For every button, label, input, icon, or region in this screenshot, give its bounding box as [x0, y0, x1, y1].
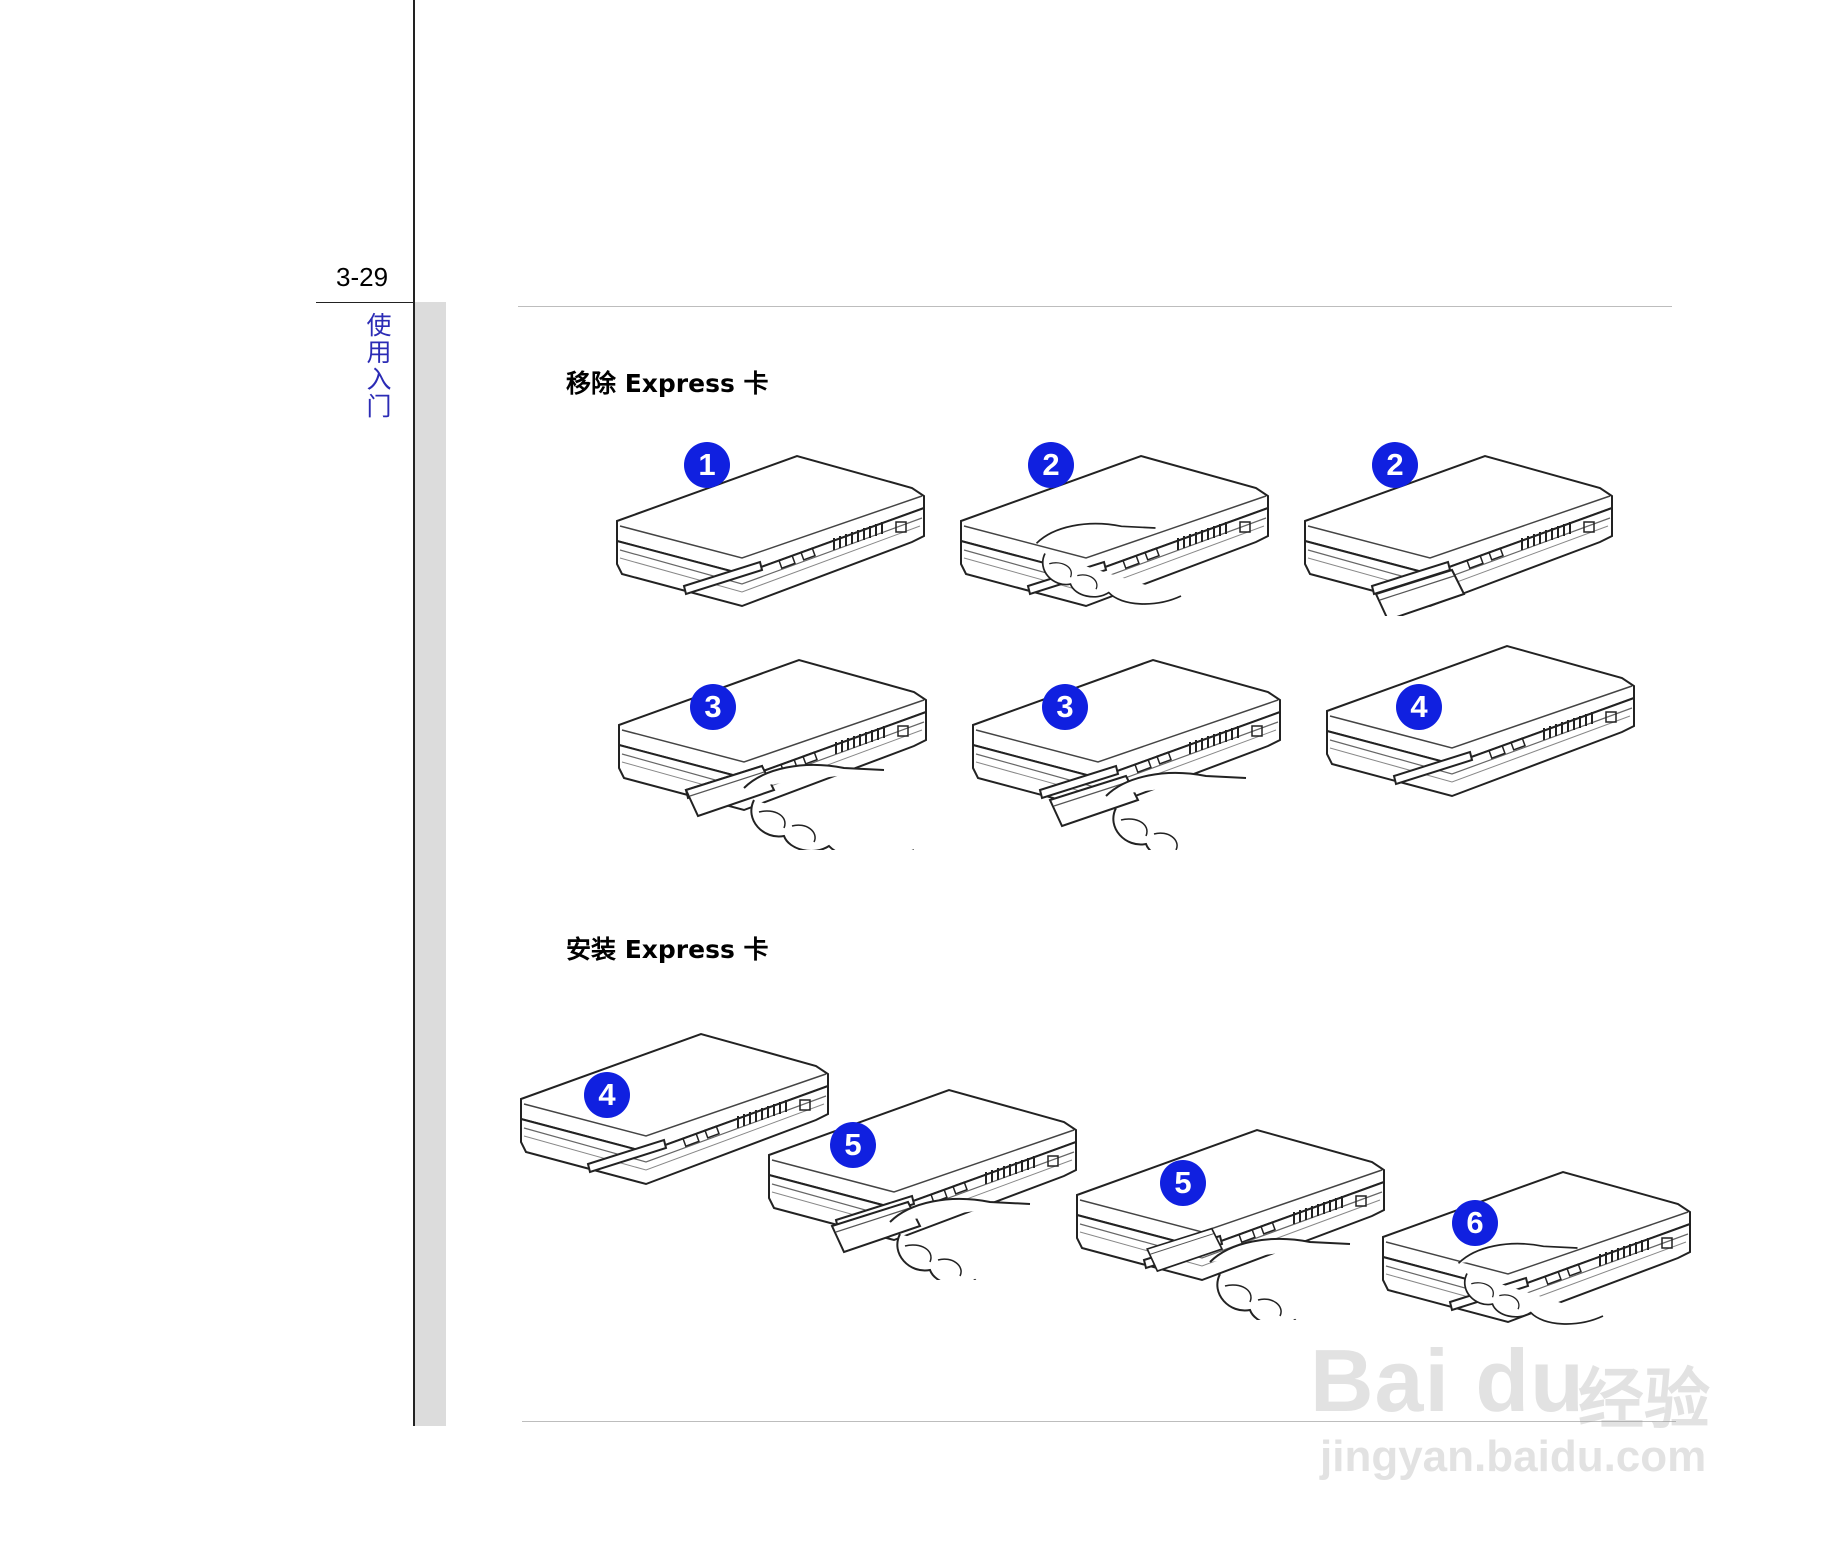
sidebar-gray-band	[415, 302, 446, 1426]
watermark-url: jingyan.baidu.com	[1320, 1432, 1707, 1481]
remove-step-2a-illustration	[960, 455, 1269, 607]
remove-step-4-illustration	[1326, 645, 1635, 797]
install-step-5a-illustration	[768, 1089, 1077, 1280]
section-char: 使	[366, 311, 392, 340]
section-char: 门	[366, 392, 392, 421]
page-number: 3-29	[336, 262, 389, 292]
step-badge: 6	[1452, 1200, 1498, 1246]
step-badge: 5	[1160, 1160, 1206, 1206]
step-badge: 1	[684, 442, 730, 488]
remove-card-heading: 移除 Express 卡	[566, 369, 769, 398]
step-badge: 2	[1028, 442, 1074, 488]
step-badge: 3	[690, 684, 736, 730]
remove-step-1-illustration	[616, 455, 925, 607]
page-number-rule	[316, 302, 415, 303]
section-char: 用	[366, 338, 392, 367]
install-card-heading: 安装 Express 卡	[566, 935, 769, 964]
section-char: 入	[366, 365, 392, 394]
remove-step-3a-illustration	[618, 659, 927, 850]
step-badge: 5	[830, 1122, 876, 1168]
remove-step-3b-illustration	[972, 659, 1281, 850]
step-badge: 2	[1372, 442, 1418, 488]
section-title-vertical: 使 用 入 门	[364, 312, 394, 420]
step-badge: 3	[1042, 684, 1088, 730]
step-badge: 4	[584, 1072, 630, 1118]
header-rule	[518, 306, 1672, 307]
install-step-5b-illustration	[1076, 1129, 1385, 1320]
step-badge: 4	[1396, 684, 1442, 730]
remove-step-2b-illustration	[1304, 455, 1613, 616]
footer-rule	[522, 1421, 1676, 1422]
install-step-6-illustration	[1382, 1171, 1691, 1325]
margin-vertical-rule	[413, 0, 415, 1426]
